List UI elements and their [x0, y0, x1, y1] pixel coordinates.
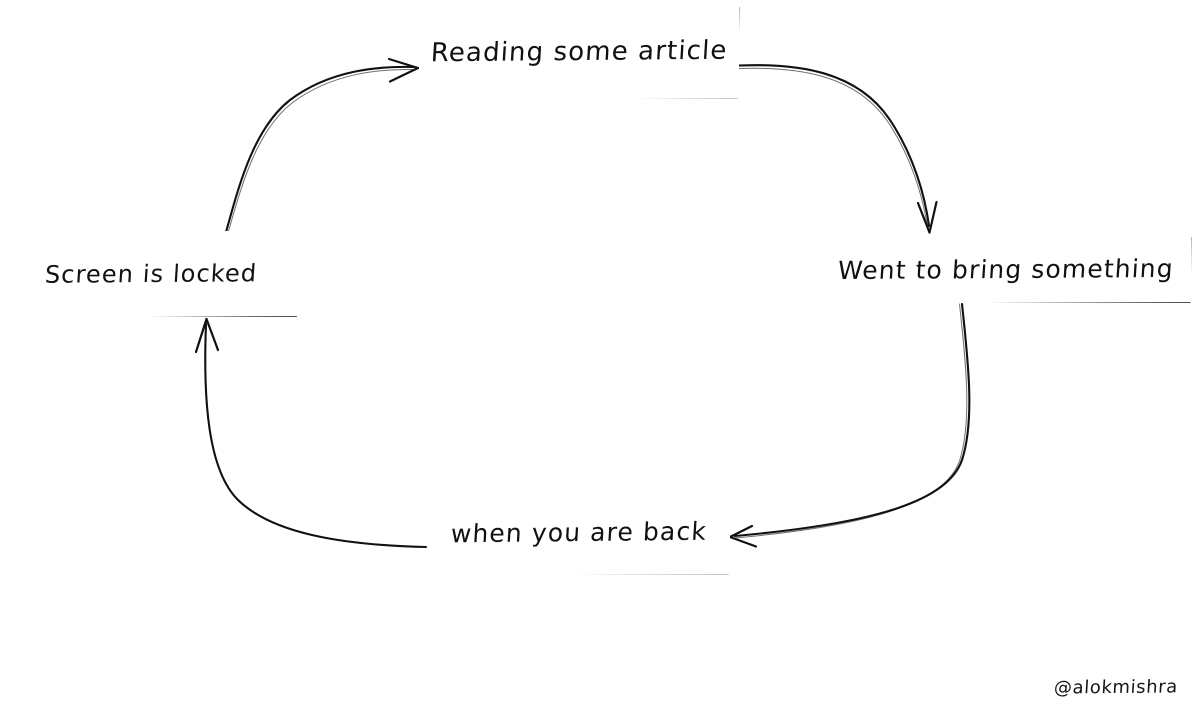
- node-when-you-are-back[interactable]: when you are back: [427, 491, 730, 574]
- node-screen-is-locked[interactable]: Screen is locked: [4, 231, 298, 316]
- edge-reading-to-went[interactable]: [737, 64, 938, 234]
- node-label-locked: Screen is locked: [43, 258, 258, 289]
- watermark-handle: @alokmishra: [1053, 676, 1179, 699]
- edge-locked-to-reading[interactable]: [224, 57, 420, 234]
- node-label-back: when you are back: [449, 516, 708, 549]
- edge-back-to-locked[interactable]: [194, 317, 428, 549]
- node-went-to-bring-something[interactable]: Went to bring something: [821, 236, 1191, 302]
- edge-went-to-back[interactable]: [728, 302, 971, 548]
- node-reading-some-article[interactable]: Reading some article: [419, 6, 739, 98]
- node-label-reading: Reading some article: [429, 35, 729, 69]
- node-label-went: Went to bring something: [837, 253, 1175, 285]
